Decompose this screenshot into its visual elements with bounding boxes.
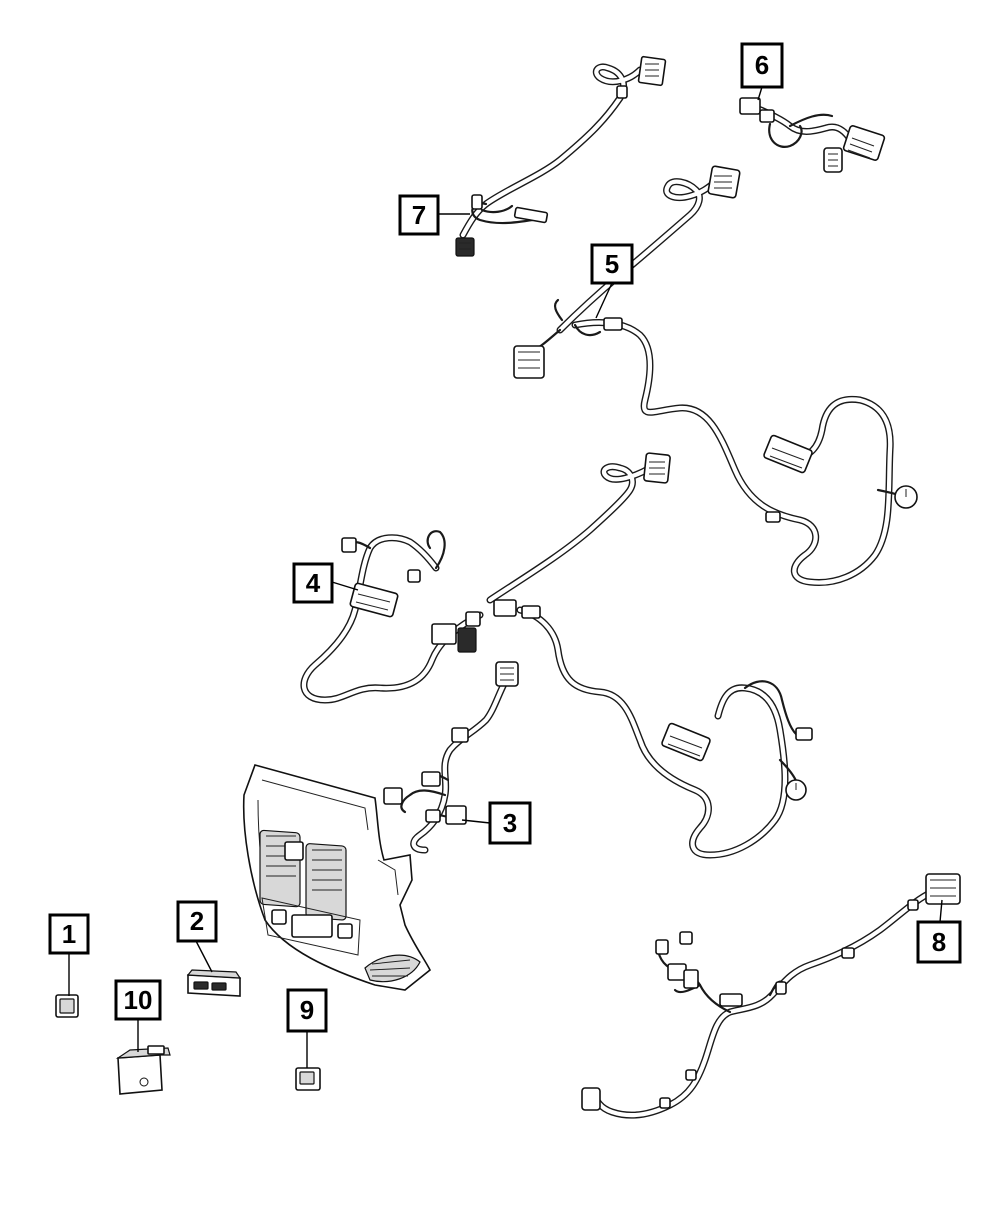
wiring-harness-7[interactable] [455, 55, 667, 257]
callout-4-label: 4 [306, 568, 321, 598]
wiring-harness-4[interactable] [300, 452, 813, 859]
wiring-harness-5[interactable] [513, 165, 918, 587]
callout-5-label: 5 [605, 249, 619, 279]
callout-8[interactable]: 8 [916, 920, 962, 964]
wiring-harness-3[interactable] [383, 661, 519, 854]
callout-9-label: 9 [300, 995, 314, 1025]
wiring-harness-6[interactable] [739, 97, 886, 173]
callout-3[interactable]: 3 [488, 801, 532, 845]
callout-5[interactable]: 5 [590, 243, 634, 285]
callout-2-label: 2 [190, 906, 204, 936]
callout-10[interactable]: 10 [114, 979, 162, 1021]
callout-2[interactable]: 2 [176, 900, 218, 943]
callout-6-label: 6 [755, 50, 769, 80]
callout-8-label: 8 [932, 927, 946, 957]
callout-6[interactable]: 6 [740, 42, 784, 89]
switch-part-9[interactable] [295, 1067, 321, 1091]
usb-port-part-2[interactable] [186, 969, 242, 997]
callout-7-label: 7 [412, 200, 426, 230]
callout-4[interactable]: 4 [292, 562, 334, 604]
leader-lines [68, 86, 943, 1068]
callout-9[interactable]: 9 [286, 988, 328, 1033]
wiring-harness-8[interactable] [581, 873, 961, 1119]
callout-10-label: 10 [124, 985, 153, 1015]
rear-console-bezel[interactable] [242, 764, 432, 991]
callout-1[interactable]: 1 [48, 913, 90, 955]
outlet-part-10[interactable] [115, 1045, 171, 1095]
switch-part-1[interactable] [55, 994, 79, 1018]
callout-3-label: 3 [503, 808, 517, 838]
callout-7[interactable]: 7 [398, 194, 440, 236]
callout-1-label: 1 [62, 919, 76, 949]
